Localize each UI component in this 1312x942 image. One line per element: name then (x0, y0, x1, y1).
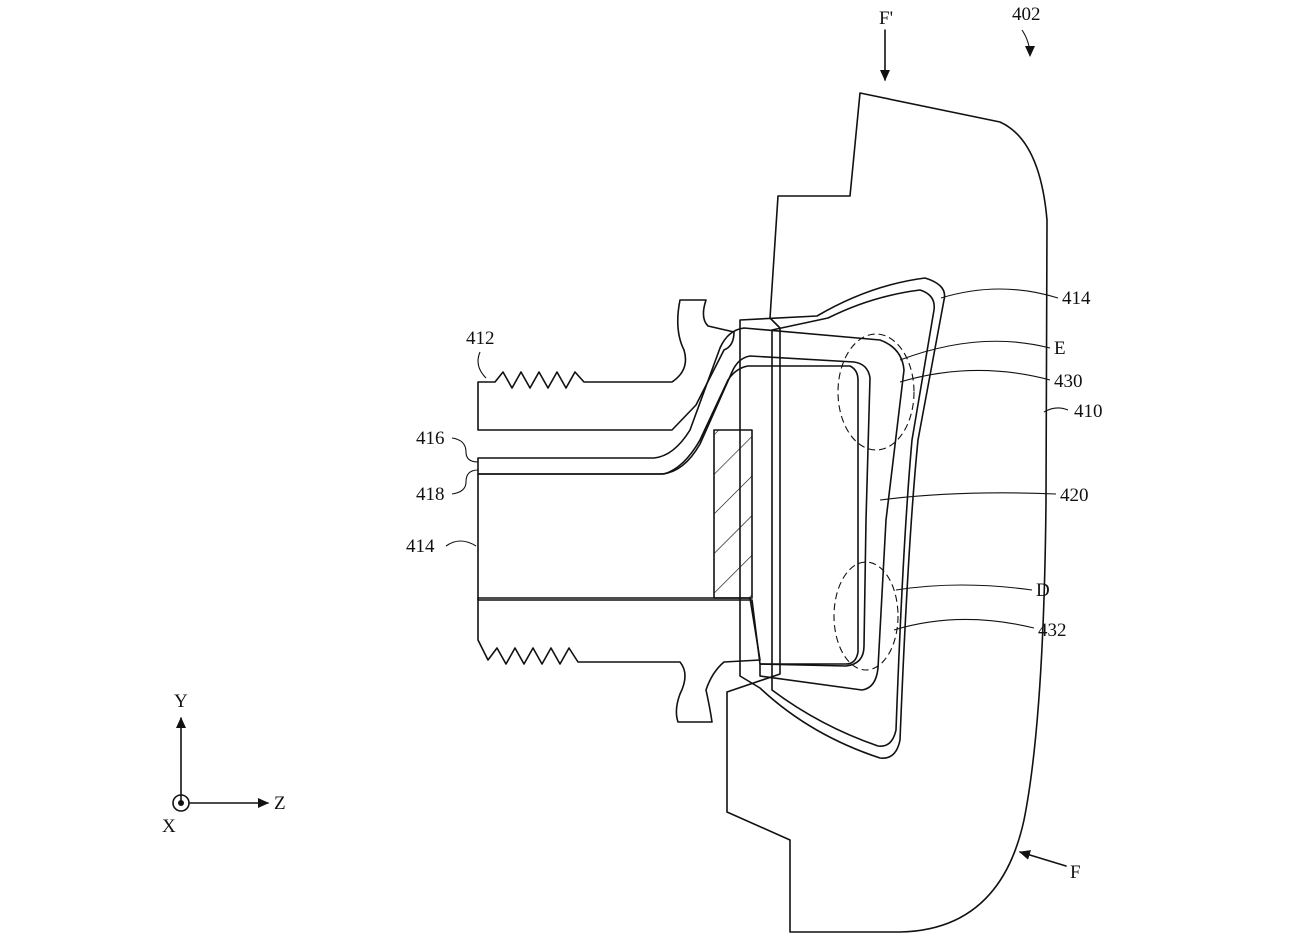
label-402: 402 (1012, 4, 1041, 25)
body-cavity (739, 277, 946, 759)
label-430: 430 (1054, 371, 1083, 392)
connector-412-lower (477, 597, 761, 723)
leader-e (899, 340, 1051, 361)
detail-circle-e (837, 333, 915, 451)
inner-core-step (713, 429, 753, 599)
axis-x-dot (178, 800, 184, 806)
axis-label-y: Y (174, 691, 188, 712)
label-412: 412 (466, 328, 495, 349)
label-432: 432 (1038, 620, 1067, 641)
axis-x-circle (172, 794, 190, 812)
label-e: E (1054, 338, 1066, 359)
inner-core (477, 365, 859, 665)
label-414-left: 414 (406, 536, 435, 557)
leader-420 (879, 492, 1057, 501)
label-d: D (1036, 580, 1050, 601)
outer-body-410 (726, 92, 1048, 933)
leader-410 (1043, 407, 1069, 413)
arrow-f (1019, 850, 1067, 867)
leader-430 (899, 369, 1051, 383)
axis-label-x: X (162, 816, 176, 837)
leader-432 (893, 618, 1035, 631)
label-410: 410 (1074, 401, 1103, 422)
leader-416 (451, 437, 479, 463)
label-416: 416 (416, 428, 445, 449)
liner-416-418 (477, 327, 905, 691)
detail-circle-d (833, 561, 899, 671)
connector-412 (477, 299, 735, 431)
label-f: F (1070, 862, 1081, 883)
leader-418 (451, 469, 479, 495)
label-418: 418 (416, 484, 445, 505)
label-420: 420 (1060, 485, 1089, 506)
label-f-prime: F' (879, 8, 893, 29)
leader-d (895, 584, 1033, 591)
axis-label-z: Z (274, 793, 286, 814)
arrow-402 (1021, 29, 1035, 57)
leader-412 (477, 351, 487, 379)
leader-414-left (445, 540, 477, 547)
insert-414 (771, 289, 936, 747)
leader-414-right (940, 288, 1059, 299)
label-414-right: 414 (1062, 288, 1091, 309)
